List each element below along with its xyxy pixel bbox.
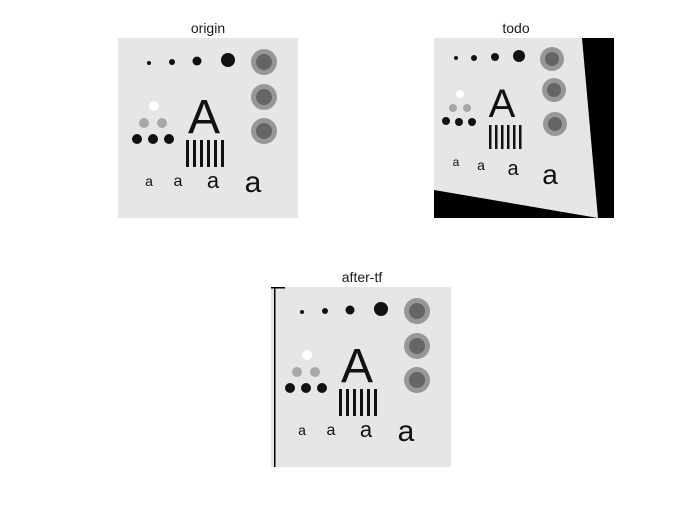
vertical-bars bbox=[489, 125, 522, 149]
small-letter-2: a bbox=[477, 157, 485, 173]
gray-dot-2 bbox=[157, 118, 167, 128]
dot-4 bbox=[513, 50, 525, 62]
dot-2 bbox=[471, 55, 477, 61]
origin-image: A a a a a bbox=[118, 38, 298, 218]
dot-4 bbox=[374, 302, 388, 316]
after-tf-image: A a a a a bbox=[271, 287, 451, 467]
noise-blob-2 bbox=[404, 333, 430, 359]
noise-blob-3 bbox=[404, 367, 430, 393]
dot-4 bbox=[221, 53, 235, 67]
gray-dot-1 bbox=[139, 118, 149, 128]
white-dot bbox=[302, 350, 312, 360]
edge-top-artifact bbox=[271, 287, 285, 289]
black-dot-1 bbox=[442, 117, 450, 125]
warp-border-right bbox=[582, 38, 614, 218]
dot-1 bbox=[300, 310, 304, 314]
todo-image: A a a a a bbox=[434, 38, 614, 218]
big-letter: A bbox=[341, 340, 373, 393]
panel-title-origin: origin bbox=[190, 20, 226, 36]
panel-title-todo: todo bbox=[502, 20, 530, 36]
small-letter-3: a bbox=[507, 158, 519, 180]
small-letter-2: a bbox=[327, 422, 336, 439]
dot-3 bbox=[491, 53, 499, 61]
vertical-bars bbox=[186, 140, 224, 167]
black-dot-2 bbox=[148, 134, 158, 144]
panel-title-after-tf: after-tf bbox=[341, 269, 383, 285]
small-letter-4: a bbox=[542, 159, 558, 190]
big-letter: A bbox=[489, 82, 516, 126]
vertical-bars bbox=[339, 389, 377, 416]
dot-2 bbox=[322, 308, 328, 314]
noise-blob-2 bbox=[251, 84, 277, 110]
black-dot-1 bbox=[132, 134, 142, 144]
panel-origin: A a a a a bbox=[118, 38, 298, 218]
small-letter-1: a bbox=[298, 422, 306, 438]
dot-3 bbox=[345, 305, 355, 315]
big-letter: A bbox=[188, 91, 220, 144]
black-dot-3 bbox=[164, 134, 174, 144]
white-dot bbox=[456, 90, 464, 98]
black-dot-2 bbox=[455, 118, 463, 126]
warp-border-bottom bbox=[434, 190, 598, 218]
gray-dot-2 bbox=[310, 367, 320, 377]
small-letter-1: a bbox=[453, 155, 460, 169]
small-letter-2: a bbox=[174, 173, 183, 190]
dot-2 bbox=[169, 59, 175, 65]
panel-todo: A a a a a bbox=[434, 38, 614, 218]
small-letter-4: a bbox=[245, 166, 262, 199]
gray-dot-1 bbox=[292, 367, 302, 377]
dot-3 bbox=[192, 56, 202, 66]
noise-blob-2 bbox=[542, 78, 566, 102]
small-letter-1: a bbox=[145, 173, 153, 189]
black-dot-3 bbox=[468, 118, 476, 126]
noise-blob-3 bbox=[251, 118, 277, 144]
noise-blob-1 bbox=[540, 47, 564, 71]
image-background bbox=[434, 38, 614, 218]
small-letter-3: a bbox=[207, 168, 220, 193]
panel-after-tf: A a a a a bbox=[271, 287, 451, 467]
gray-dot-1 bbox=[449, 104, 457, 112]
black-dot-3 bbox=[317, 383, 327, 393]
small-letter-3: a bbox=[360, 417, 373, 442]
small-letter-4: a bbox=[398, 415, 415, 448]
black-dot-2 bbox=[301, 383, 311, 393]
white-dot bbox=[149, 101, 159, 111]
noise-blob-1 bbox=[404, 298, 430, 324]
edge-left-artifact bbox=[274, 287, 276, 467]
black-dot-1 bbox=[285, 383, 295, 393]
dot-1 bbox=[454, 56, 458, 60]
noise-blob-1 bbox=[251, 49, 277, 75]
noise-blob-3 bbox=[543, 112, 567, 136]
dot-1 bbox=[147, 61, 151, 65]
gray-dot-2 bbox=[463, 104, 471, 112]
